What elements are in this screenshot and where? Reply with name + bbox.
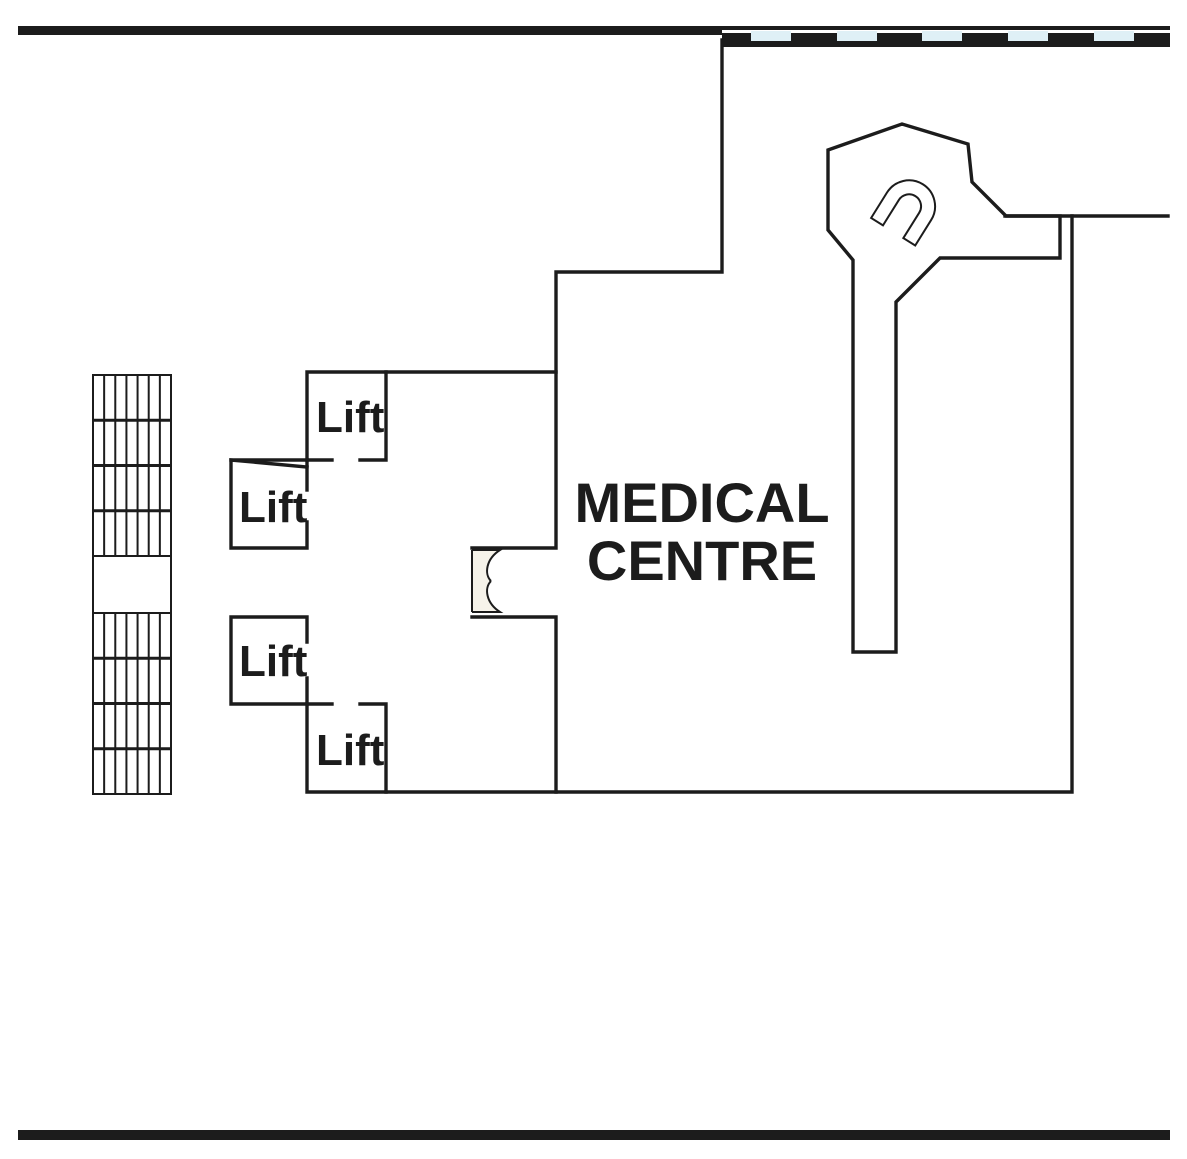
window-strip — [722, 27, 1170, 47]
lift-label-lower-right: Lift — [316, 726, 385, 775]
window-pane — [837, 31, 877, 41]
staircase-upper — [92, 374, 172, 557]
lift-label-lower-left: Lift — [239, 637, 308, 686]
window-pane — [1008, 31, 1048, 41]
curved-counter — [826, 122, 1062, 654]
lift-shaft-lower-right[interactable] — [305, 702, 388, 794]
lift-label-upper-right: Lift — [316, 393, 385, 442]
lift-shaft-upper-left[interactable] — [229, 458, 309, 550]
lift-shaft-upper-right[interactable] — [305, 370, 388, 462]
window-pane — [1094, 31, 1134, 41]
medical-centre-door[interactable] — [471, 549, 504, 613]
lift-label-upper-left: Lift — [239, 483, 308, 532]
medical-centre-wall — [470, 38, 724, 550]
medical-centre-label: MEDICAL — [574, 471, 829, 534]
hull-wall-top — [18, 26, 1170, 35]
staircase-lower — [92, 612, 172, 795]
medical-centre-label: CENTRE — [587, 529, 817, 592]
lift-shaft-lower-left[interactable] — [229, 615, 309, 706]
window-pane — [751, 31, 791, 41]
hull-wall-bottom — [18, 1130, 1170, 1140]
u-shaped-fixture-icon — [869, 179, 936, 247]
window-pane — [922, 31, 962, 41]
stair-landing — [92, 555, 172, 614]
